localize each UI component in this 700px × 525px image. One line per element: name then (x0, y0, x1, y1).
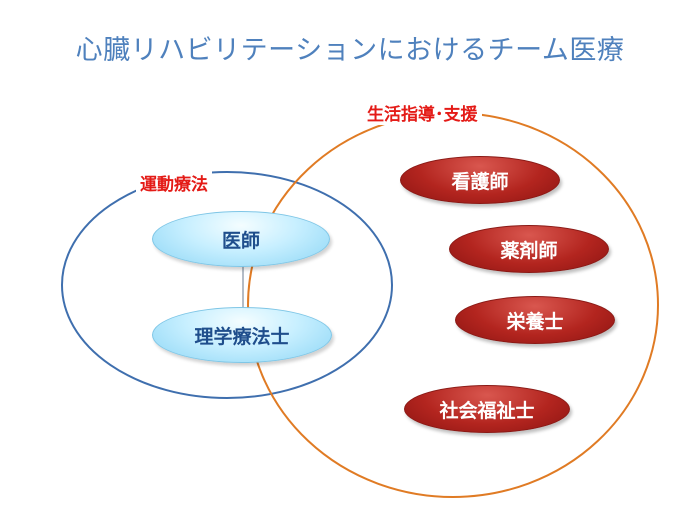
physiotherapist-node: 理学療法士 (152, 307, 332, 363)
pharmacist-node: 薬剤師 (449, 225, 609, 273)
lifestyle-support-label: 生活指導･支援 (363, 100, 482, 125)
nurse-node: 看護師 (400, 156, 560, 204)
exercise-therapy-circle (61, 171, 393, 399)
social-worker-node: 社会福祉士 (404, 385, 570, 433)
diagram-title: 心臓リハビリテーションにおけるチーム医療 (75, 35, 625, 66)
exercise-therapy-label: 運動療法 (136, 170, 212, 195)
dietitian-node: 栄養士 (455, 296, 615, 344)
doctor-node: 医師 (152, 211, 330, 267)
